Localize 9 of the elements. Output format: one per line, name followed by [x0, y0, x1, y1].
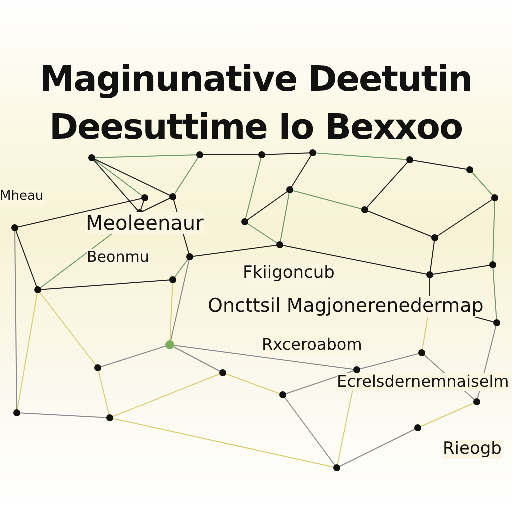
text-label: Ecrelsdernemnaiselm — [337, 373, 510, 391]
text-label: Rieogb — [443, 440, 502, 459]
text-label: Mheau — [0, 190, 44, 204]
text-label: Rxceroabom — [262, 336, 362, 354]
text-label: Oncttsil Magjonerenedermap — [208, 296, 484, 317]
title: Maginunative Deetutin Deesuttime Io Bexxoo — [38, 59, 474, 150]
text-label: Meoleenaur — [86, 212, 204, 234]
text-label: Beonmu — [87, 249, 150, 266]
text-label: Fkiigoncub — [243, 264, 335, 283]
